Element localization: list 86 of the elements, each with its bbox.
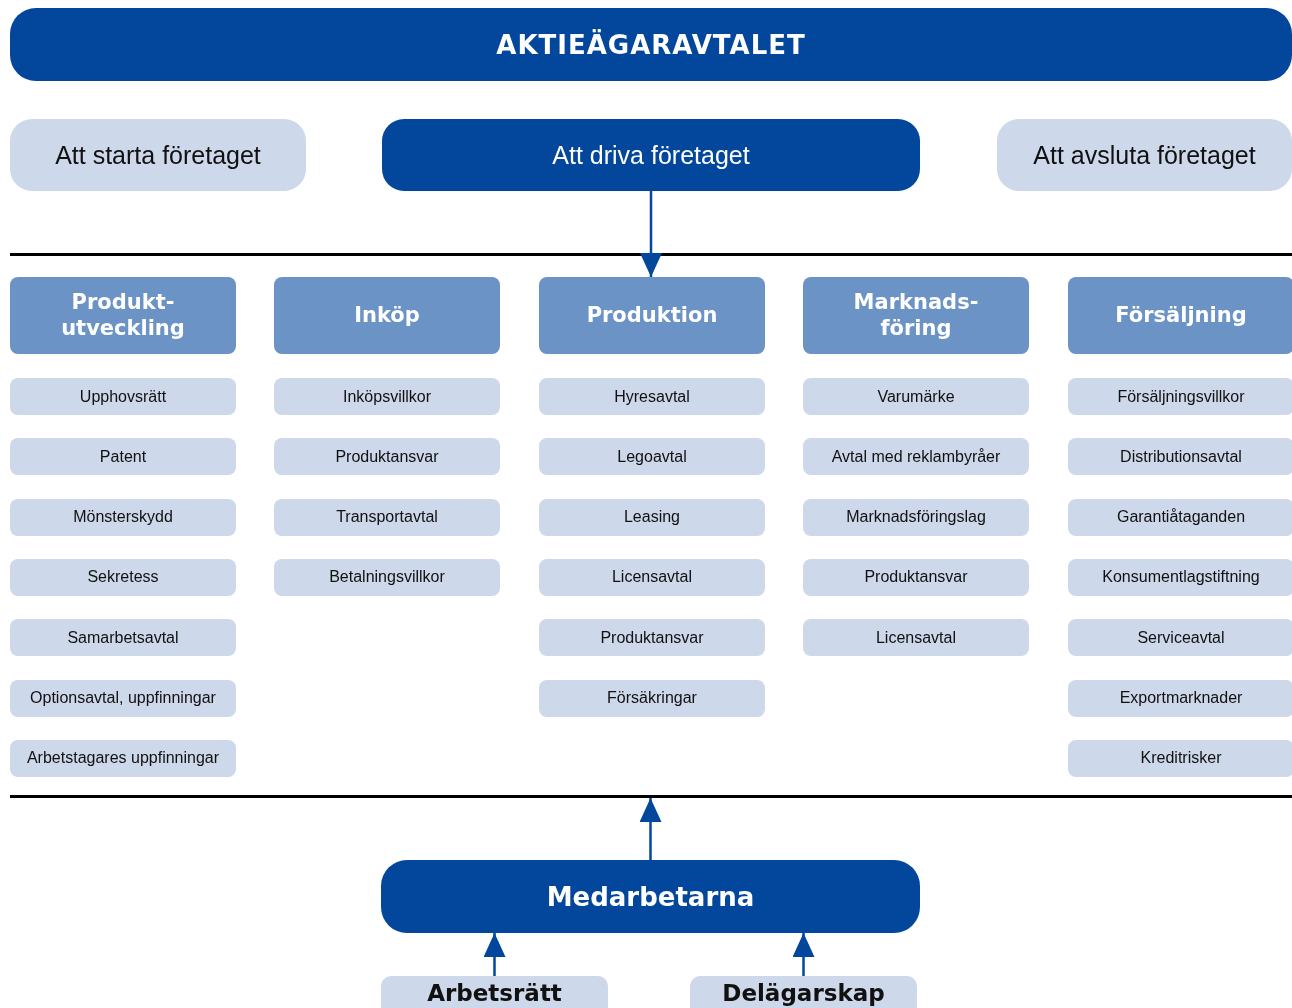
box-label: Att driva företaget — [552, 140, 750, 170]
topic-box — [1068, 498, 1292, 536]
box-label: Produkt- utveckling — [60, 290, 186, 341]
box-label: Garantiåtaganden — [1116, 508, 1246, 527]
topic-box — [803, 378, 1029, 415]
arrow — [483, 933, 506, 976]
box-label: Konsumentlagstiftning — [1102, 568, 1260, 587]
box-label: Inköp — [354, 302, 420, 329]
box-label: Transportavtal — [336, 508, 438, 527]
topic-box — [1068, 378, 1292, 415]
arrow — [792, 933, 815, 976]
box-label: Försäkringar — [607, 689, 697, 707]
topic-box — [10, 558, 236, 596]
box-label: Sekretess — [87, 568, 159, 587]
box-label: Marknads- föring — [852, 290, 980, 341]
box-label: Hyresavtal — [614, 387, 690, 406]
topic-box — [10, 438, 236, 476]
box-label: Licensavtal — [875, 628, 956, 647]
heading-box — [10, 8, 1292, 81]
box-label: Försäljningsvillkor — [1117, 387, 1245, 406]
box-label: Medarbetarna — [546, 881, 755, 912]
topic-box — [1068, 739, 1292, 777]
box-label: Arbetsrätt — [427, 980, 562, 1006]
heading-box — [997, 119, 1292, 191]
box-label: Produktansvar — [600, 628, 704, 647]
box-label: Samarbetsavtal — [67, 628, 179, 647]
topic-box — [274, 558, 500, 596]
category-box — [1068, 277, 1292, 354]
box-label: Serviceavtal — [1137, 628, 1225, 647]
box-label: Produktansvar — [864, 568, 968, 587]
topic-box — [539, 558, 765, 596]
heading-box — [382, 119, 920, 191]
topic-box — [1068, 619, 1292, 657]
box-label: Varumärke — [877, 387, 955, 406]
topic-box — [803, 558, 1029, 596]
category-box — [10, 277, 236, 354]
topic-box — [539, 438, 765, 476]
box-label: Distributionsavtal — [1120, 447, 1242, 466]
arrow — [639, 798, 662, 860]
topic-box — [539, 619, 765, 657]
box-label: Mönsterskydd — [73, 508, 173, 527]
box-label: Försäljning — [1115, 302, 1247, 329]
topic-box — [803, 498, 1029, 536]
box-label: Licensavtal — [611, 568, 692, 587]
topic-box — [539, 498, 765, 536]
box-label: Produktion — [586, 302, 718, 329]
box-label: Upphovsrätt — [79, 387, 167, 406]
box-label: Delägarskap — [722, 980, 885, 1006]
topic-box — [1068, 679, 1292, 717]
box-label: AKTIEÄGARAVTALET — [496, 29, 806, 60]
topic-box — [274, 438, 500, 476]
category-box — [539, 277, 765, 354]
category-box — [274, 277, 500, 354]
topic-box — [803, 438, 1029, 476]
topic-box — [539, 378, 765, 415]
box-label: Avtal med reklambyråer — [831, 447, 1001, 466]
box-label: Exportmarknader — [1119, 689, 1243, 707]
topic-box — [803, 619, 1029, 657]
heading-box — [381, 860, 920, 933]
topic-box — [1068, 438, 1292, 476]
box-label: Arbetstagares uppfinningar — [26, 749, 220, 768]
topic-box — [1068, 558, 1292, 596]
topic-box — [10, 619, 236, 657]
box-label: Patent — [99, 447, 147, 466]
topic-box — [10, 739, 236, 777]
topic-box — [274, 498, 500, 536]
topic-box — [690, 976, 917, 1008]
topic-box — [10, 679, 236, 717]
heading-box — [10, 119, 306, 191]
topic-box — [274, 378, 500, 415]
box-label: Betalningsvillkor — [329, 568, 445, 587]
topic-box — [10, 378, 236, 415]
box-label: Leasing — [623, 508, 680, 527]
box-label: Produktansvar — [335, 447, 439, 466]
box-label: Marknadsföringslag — [846, 508, 986, 527]
topic-box — [381, 976, 608, 1008]
box-label: Kreditrisker — [1140, 749, 1222, 768]
topic-box — [10, 498, 236, 536]
box-label: Att starta företaget — [55, 140, 261, 170]
box-label: Optionsavtal, uppfinningar — [30, 689, 216, 707]
box-label: Inköpsvillkor — [343, 387, 431, 406]
arrow — [640, 191, 662, 277]
box-label: Legoavtal — [617, 447, 687, 466]
box-label: Att avsluta företaget — [1033, 140, 1256, 170]
topic-box — [539, 679, 765, 717]
category-box — [803, 277, 1029, 354]
